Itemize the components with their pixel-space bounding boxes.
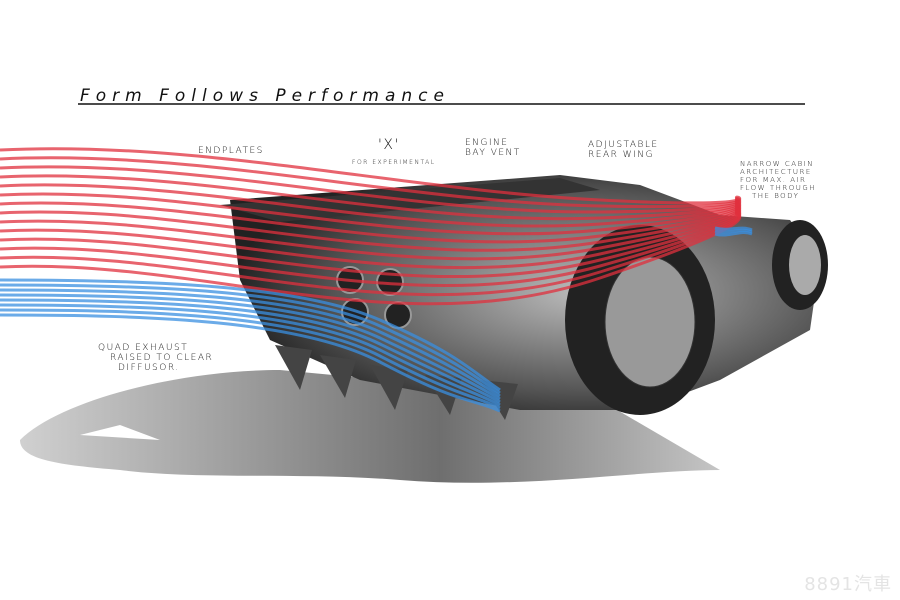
blue-flow-line	[714, 226, 753, 232]
blue-flow-line	[714, 228, 753, 234]
label-line: Quad Exhaust	[98, 343, 189, 353]
label-line: Bay Vent	[465, 148, 521, 158]
blue-flow-line	[0, 313, 501, 413]
blue-flow-line	[0, 288, 501, 398]
label-rear-wing: Adjustable Rear Wing	[588, 140, 659, 160]
label-cabin: Narrow cabin architecture for max. air f…	[740, 160, 816, 200]
blue-flow-line	[0, 293, 501, 401]
label-line: the body	[752, 192, 800, 200]
label-x: 'X'	[378, 137, 400, 153]
label-line: architecture	[740, 168, 812, 176]
label-line: Narrow cabin	[740, 160, 814, 168]
label-line: Engine	[465, 138, 509, 148]
label-line: Rear Wing	[588, 150, 654, 160]
watermark: 8891汽車	[804, 574, 892, 595]
label-endplates: Endplates	[198, 146, 264, 156]
red-flow-line	[0, 211, 742, 306]
blue-flow-line	[714, 230, 753, 237]
blue-flow-line	[0, 278, 501, 392]
shadow-highlight	[80, 425, 160, 440]
blue-flow-line	[0, 283, 501, 395]
label-line: flow through	[740, 184, 817, 192]
blue-flow-line	[0, 308, 501, 410]
label-line: Adjustable	[588, 140, 659, 150]
airflow-lines	[0, 147, 753, 413]
blue-flow-line	[0, 298, 501, 404]
label-x-sub: for experimental	[352, 159, 436, 166]
label-engine-vent: Engine Bay Vent	[465, 138, 521, 158]
label-exhaust: Quad Exhaust raised to clear diffusor.	[98, 343, 213, 373]
blue-flow-line	[0, 303, 501, 407]
page-title: Form Follows Performance	[80, 86, 450, 106]
label-line: diffusor.	[118, 363, 180, 373]
front-wheel	[772, 220, 828, 310]
label-line: raised to clear	[110, 353, 214, 363]
label-line: for max. air	[740, 176, 807, 184]
